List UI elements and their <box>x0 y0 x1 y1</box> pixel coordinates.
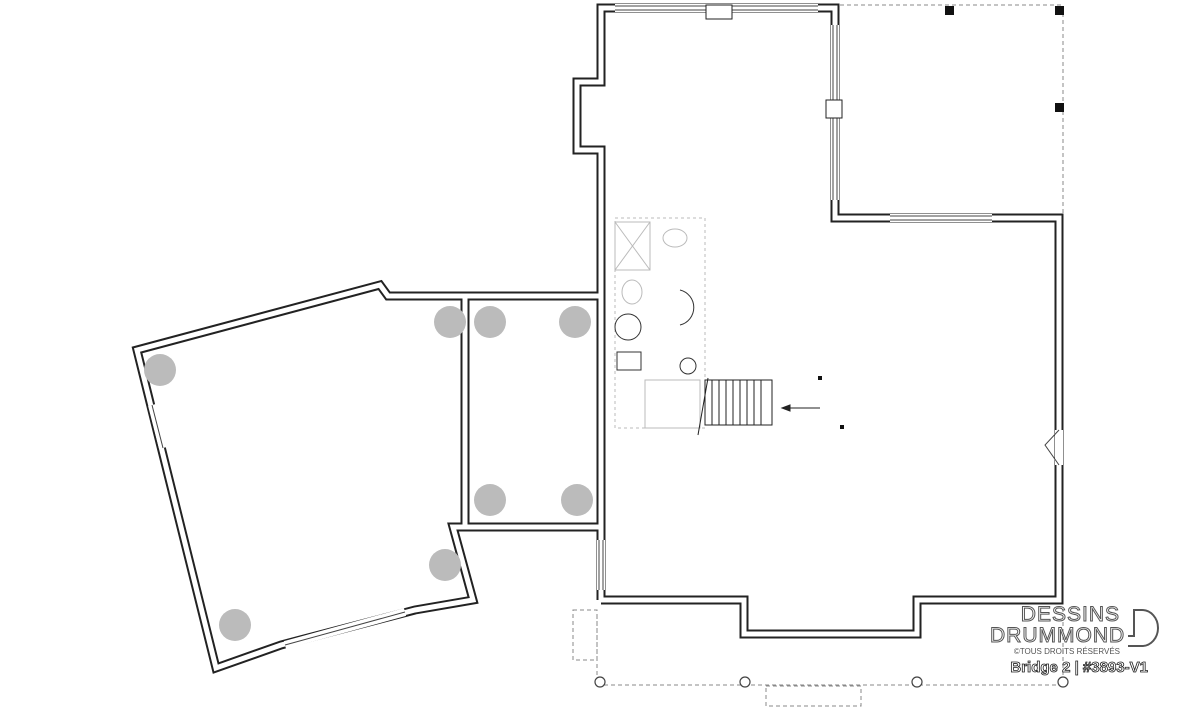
logo-d-icon <box>1128 609 1159 647</box>
footings <box>144 306 593 641</box>
plan-label: Bridge 2 | #3893-V1 <box>1010 659 1148 677</box>
staircase <box>697 377 820 436</box>
annex-wall <box>131 279 601 674</box>
bathroom-fixtures <box>614 217 706 429</box>
openings <box>148 4 1063 649</box>
main-left-wall <box>572 3 1064 639</box>
logo-line1: DESSINS <box>1020 603 1120 626</box>
posts <box>818 6 1064 429</box>
porch-outlines <box>572 4 1064 707</box>
logo-line2: DRUMMOND <box>990 624 1126 647</box>
wall-fill <box>133 5 1062 672</box>
logo-copyright: ©TOUS DROITS RÉSERVÉS <box>1013 647 1120 656</box>
door-swing <box>1044 429 1060 466</box>
dessins-drummond-logo: DESSINS DRUMMOND ©TOUS DROITS RÉSERVÉS B… <box>990 604 1170 676</box>
